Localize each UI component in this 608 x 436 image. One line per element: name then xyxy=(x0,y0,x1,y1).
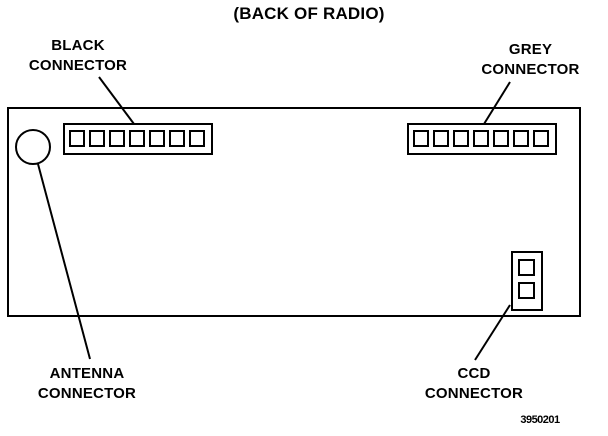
ccd-connector-leader xyxy=(474,304,511,361)
black-connector xyxy=(63,123,213,155)
antenna-connector-label-line2: CONNECTOR xyxy=(37,385,137,402)
diagram-title: (BACK OF RADIO) xyxy=(233,4,385,23)
connector-pin xyxy=(109,130,125,147)
ccd-connector-label-line1: CCD xyxy=(457,365,491,382)
grey-connector-label: GREY CONNECTOR xyxy=(468,40,593,80)
grey-connector-label-line2: CONNECTOR xyxy=(481,61,580,78)
connector-pin xyxy=(129,130,145,147)
connector-pin xyxy=(518,282,535,299)
connector-pin xyxy=(413,130,429,147)
connector-pin xyxy=(189,130,205,147)
connector-pin xyxy=(453,130,469,147)
antenna-connector-label: ANTENNA CONNECTOR xyxy=(22,364,152,404)
black-connector-label-line1: BLACK xyxy=(51,37,105,54)
connector-pin xyxy=(513,130,529,147)
ccd-connector xyxy=(511,251,543,311)
connector-pin xyxy=(473,130,489,147)
connector-pin xyxy=(169,130,185,147)
connector-pin xyxy=(69,130,85,147)
grey-connector-leader xyxy=(483,81,511,125)
black-connector-leader xyxy=(98,76,135,125)
connector-pin xyxy=(89,130,105,147)
connector-housing xyxy=(511,251,543,311)
radio-body xyxy=(7,107,581,317)
ccd-connector-label: CCD CONNECTOR xyxy=(408,364,540,404)
connector-pin xyxy=(433,130,449,147)
ccd-connector-label-line2: CONNECTOR xyxy=(424,385,524,402)
grey-connector-label-line1: GREY xyxy=(508,41,553,58)
antenna-connector-label-line1: ANTENNA xyxy=(49,365,125,382)
connector-housing xyxy=(63,123,213,155)
connector-pin xyxy=(518,259,535,276)
grey-connector xyxy=(407,123,557,155)
black-connector-label: BLACK CONNECTOR xyxy=(18,36,138,76)
antenna-connector-leader xyxy=(37,163,91,360)
figure-number: 3950201 xyxy=(520,414,560,426)
connector-pin xyxy=(149,130,165,147)
connector-housing xyxy=(407,123,557,155)
connector-pin xyxy=(493,130,509,147)
antenna-connector-jack xyxy=(15,129,51,165)
black-connector-label-line2: CONNECTOR xyxy=(28,57,128,74)
connector-pin xyxy=(533,130,549,147)
